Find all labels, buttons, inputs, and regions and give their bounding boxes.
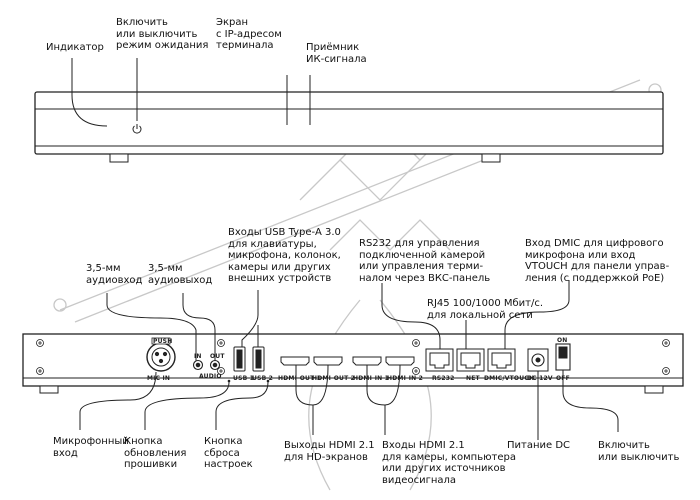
net-silk-label: NET [466,375,480,382]
usb1-silk-label: USB 1 [233,375,255,382]
rj45-ports [425,348,516,372]
off-silk-label: OFF [556,375,570,382]
hdmi-out1-silk-label: HDMI-OUT 1 [278,375,322,382]
dc-power-jack [527,348,549,372]
firmware-button [227,379,231,383]
dc12v-silk-label: DC 12V [527,375,553,382]
power-standby-icon [132,124,142,134]
hdmi-out-label: Выходы HDMI 2.1 для HD-экранов [284,440,375,463]
audio-silk-label: AUDIO [199,373,222,380]
dc-power-label: Питание DC [507,440,571,451]
power-switch-label: Включить или выключить [598,440,680,463]
hdmi-out2-silk-label: HDMI-OUT 2 [312,375,356,382]
usb-ports [233,346,265,372]
xlr-mic-connector [146,337,176,372]
standby-toggle-label: Включить или выключить режим ожидания [116,17,209,51]
firmware-button-label: Кнопка обновления прошивки [124,436,187,470]
usb-ports-label: Входы USB Type-A 3.0 для клавиатуры, мик… [228,227,341,284]
mic-input-label: Микрофонный вход [53,436,129,459]
rs232-silk-label: RS232 [432,375,455,382]
push-silk-label: PUSH [153,338,173,345]
reset-button-label: Кнопка сброса настроек [204,436,253,470]
in-silk-label: IN [194,353,202,360]
hdmi-in2-silk-label: HDMI-IN 2 [387,375,424,382]
front-panel [34,91,664,163]
on-silk-label: ON [557,337,568,344]
ir-receiver-label: Приёмник ИК-сигнала [306,42,367,65]
leader-lines [71,58,619,440]
rj45-label: RJ45 100/1000 Мбит/с. для локальной сети [427,298,544,321]
screen-label: Экран с IP-адресом терминала [216,17,282,51]
power-switch [555,343,571,371]
rs232-label: RS232 для управления подключенной камеро… [359,238,491,284]
audio-in-jack [192,359,204,371]
usb2-silk-label: USB 2 [252,375,274,382]
back-panel [22,333,684,394]
hdmi-in-label: Входы HDMI 2.1 для камеры, компьютера ил… [382,440,516,486]
audio-out-label: 3,5-мм аудиовыход [148,263,213,286]
reset-button [266,379,270,383]
dmic-silk-label: DMIC/VTOUCH [484,375,535,382]
panel-screws [36,339,670,375]
hdmi-in1-silk-label: HDMI-IN 1 [353,375,390,382]
hdmi-ports [280,356,415,366]
audio-in-label: 3,5-мм аудиовход [86,263,143,286]
out-silk-label: OUT [210,353,225,360]
dmic-label: Вход DMIC для цифрового микрофона или вх… [525,238,670,284]
indicator-label: Индикатор [46,42,104,53]
audio-out-jack [209,359,221,371]
mic-in-silk-label: MIC IN [147,375,171,382]
